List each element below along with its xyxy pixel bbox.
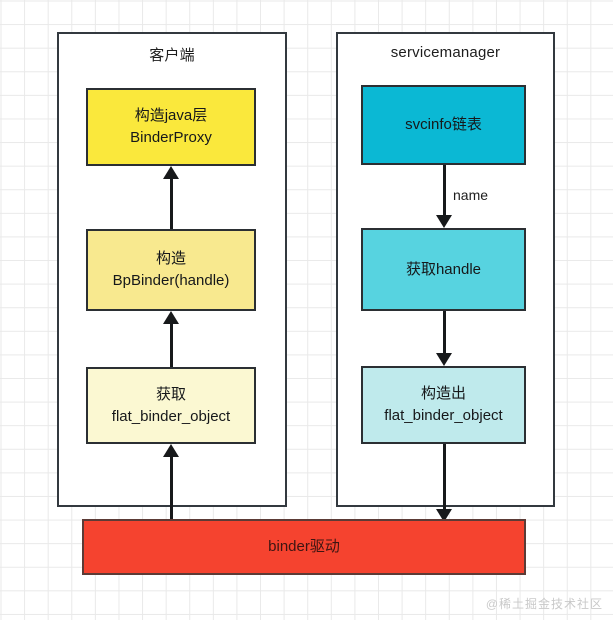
edge-sm-2-to-3: [436, 311, 452, 366]
node-get-flat-binder-object[interactable]: 获取 flat_binder_object: [86, 367, 256, 444]
node-get-handle[interactable]: 获取handle: [361, 228, 526, 311]
edge-sm-1-to-2: [436, 165, 452, 228]
node-svcinfo-list[interactable]: svcinfo链表: [361, 85, 526, 165]
node-binder-driver[interactable]: binder驱动: [82, 519, 526, 575]
edge-label-name: name: [453, 187, 489, 203]
edge-sm-3-to-driver: [436, 444, 452, 522]
arrowhead-up-icon: [163, 166, 179, 179]
arrowhead-down-icon: [436, 509, 452, 522]
edge-driver-to-client-3: [163, 444, 179, 526]
group-client-title: 客户端: [149, 47, 195, 64]
edge-client-3-to-2: [163, 311, 179, 367]
node-construct-bpbinder[interactable]: 构造 BpBinder(handle): [86, 229, 256, 311]
edge-client-2-to-1: [163, 166, 179, 229]
arrowhead-up-icon: [163, 311, 179, 324]
arrowhead-up-icon: [163, 444, 179, 457]
node-construct-java-binderproxy[interactable]: 构造java层 BinderProxy: [86, 88, 256, 166]
arrowhead-down-icon: [436, 353, 452, 366]
node-build-flat-binder-object[interactable]: 构造出 flat_binder_object: [361, 366, 526, 444]
group-servicemanager-title: servicemanager: [390, 44, 501, 61]
watermark: @稀土掘金技术社区: [485, 597, 603, 611]
arrowhead-down-icon: [436, 215, 452, 228]
